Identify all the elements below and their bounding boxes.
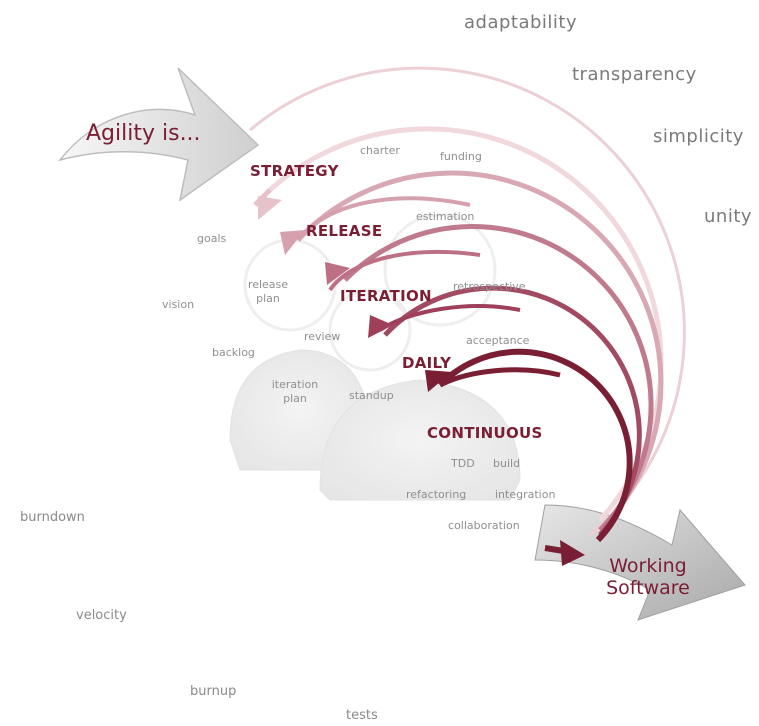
metric-burndown: burndown bbox=[20, 510, 85, 525]
practice-release-plan-line2: plan bbox=[256, 292, 280, 305]
practice-funding: funding bbox=[440, 150, 482, 163]
practice-collaboration: collaboration bbox=[448, 519, 520, 532]
practice-integration: integration bbox=[495, 488, 556, 501]
practice-standup: standup bbox=[349, 389, 394, 402]
metric-burnup: burnup bbox=[190, 684, 237, 699]
continuous-ring bbox=[425, 348, 633, 543]
level-release: RELEASE bbox=[306, 222, 383, 240]
level-iteration: ITERATION bbox=[340, 287, 432, 305]
practice-retrospective: retrospective bbox=[453, 280, 526, 293]
practice-iteration-plan-line1: iteration bbox=[271, 378, 319, 391]
metric-tests: tests bbox=[346, 708, 378, 723]
daily-ring bbox=[368, 285, 642, 537]
value-transparency: transparency bbox=[572, 64, 697, 85]
practice-iteration-plan: iteration plan bbox=[264, 378, 326, 406]
level-daily: DAILY bbox=[402, 354, 452, 372]
practice-review: review bbox=[304, 330, 341, 343]
practice-iteration-plan-line2: plan bbox=[283, 392, 307, 405]
strategy-ring bbox=[249, 66, 686, 537]
practice-build: build bbox=[493, 457, 521, 470]
level-continuous: CONTINUOUS bbox=[427, 424, 543, 442]
value-simplicity: simplicity bbox=[653, 126, 744, 147]
working-software-label: Working Software bbox=[588, 555, 708, 599]
practice-estimation: estimation bbox=[416, 210, 475, 223]
people-silhouette bbox=[229, 213, 521, 501]
agility-arrow bbox=[58, 67, 260, 202]
practice-release-plan: release plan bbox=[246, 278, 290, 306]
working-software-line1: Working bbox=[609, 555, 687, 577]
practice-refactoring: refactoring bbox=[406, 488, 467, 501]
working-software-line2: Software bbox=[606, 577, 690, 599]
release-ring bbox=[280, 170, 664, 527]
continuous-arrow-head bbox=[544, 540, 585, 566]
practice-vision: vision bbox=[162, 298, 195, 311]
practice-charter: charter bbox=[360, 144, 400, 157]
value-unity: unity bbox=[704, 206, 753, 227]
working-software-arrow bbox=[534, 504, 746, 621]
metric-velocity: velocity bbox=[76, 608, 127, 623]
practice-backlog: backlog bbox=[212, 346, 255, 359]
practice-tdd: TDD bbox=[451, 457, 475, 470]
practice-release-plan-line1: release bbox=[247, 278, 289, 291]
agility-label: Agility is... bbox=[86, 121, 201, 146]
practice-acceptance: acceptance bbox=[466, 334, 530, 347]
value-adaptability: adaptability bbox=[464, 12, 578, 33]
level-strategy: STRATEGY bbox=[250, 162, 339, 180]
iteration-ring bbox=[325, 223, 654, 532]
practice-goals: goals bbox=[197, 232, 227, 245]
